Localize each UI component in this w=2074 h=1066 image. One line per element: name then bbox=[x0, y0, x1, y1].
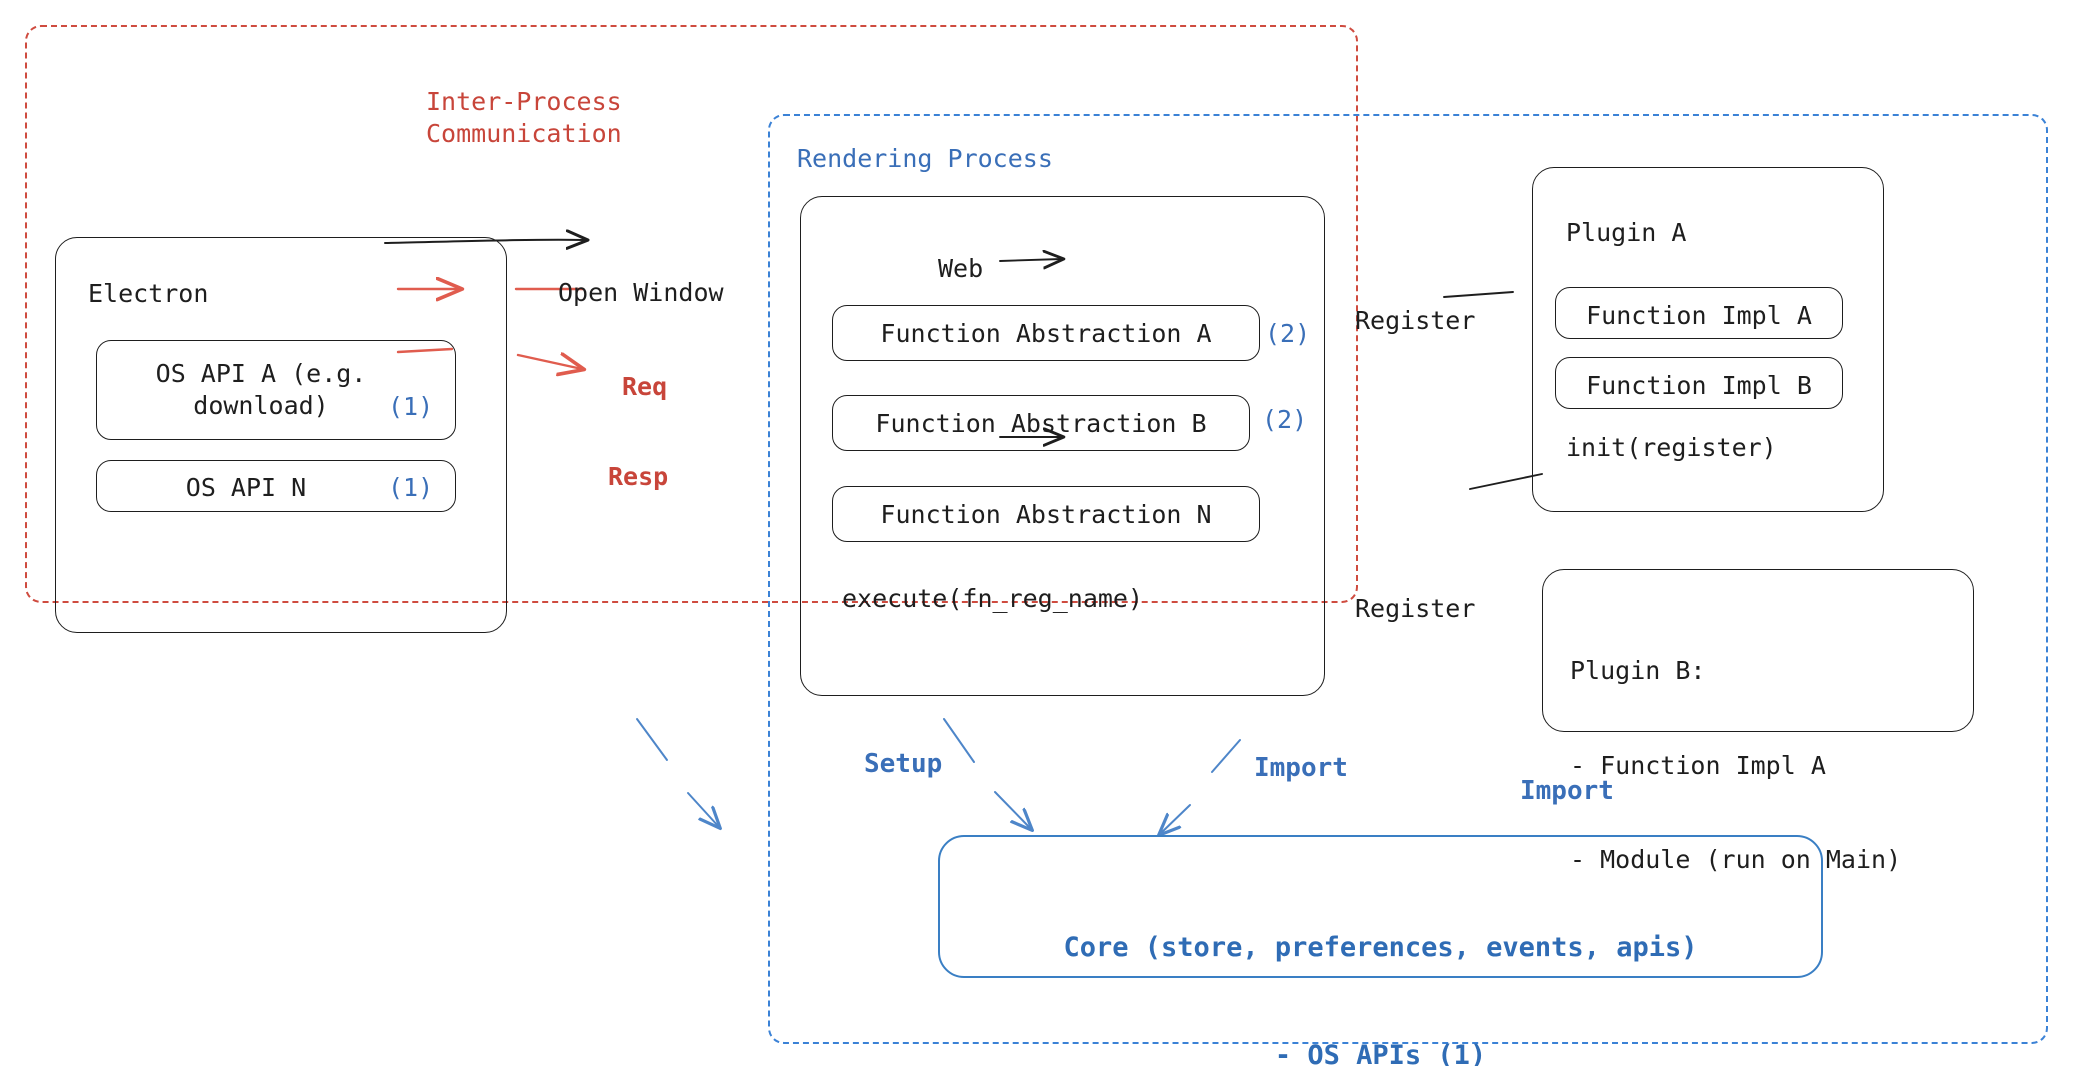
plugin-a-box[interactable] bbox=[1532, 167, 1884, 512]
function-abstraction-b-box[interactable] bbox=[832, 395, 1250, 451]
arrow-label-register-plugin-a: Register bbox=[1355, 306, 1476, 335]
core-line-1: Core (store, preferences, events, apis) bbox=[1063, 931, 1698, 963]
function-abstraction-a-box[interactable] bbox=[832, 305, 1260, 361]
function-impl-b-label: Function Impl B bbox=[1586, 371, 1812, 400]
plugin-b-box[interactable] bbox=[1542, 569, 1974, 732]
plugin-b-lines: Plugin B: - Function Impl A - Module (ru… bbox=[1570, 592, 1901, 939]
core-line-2: - OS APIs (1) bbox=[1274, 1039, 1487, 1066]
core-box[interactable] bbox=[938, 835, 1823, 978]
arrow-label-req: Req bbox=[622, 372, 668, 401]
os-api-a-box[interactable] bbox=[96, 340, 456, 440]
arrow-label-setup: Setup bbox=[864, 749, 943, 779]
function-abstraction-a-label: Function Abstraction A bbox=[880, 319, 1212, 348]
web-execute-label: execute(fn_reg_name) bbox=[842, 584, 1144, 613]
function-impl-b-box[interactable] bbox=[1555, 357, 1843, 409]
web-box[interactable] bbox=[800, 196, 1325, 696]
function-abstraction-n-label: Function Abstraction N bbox=[880, 500, 1212, 529]
os-api-n-tag: (1) bbox=[388, 473, 434, 502]
os-api-a-tag: (1) bbox=[388, 392, 434, 421]
function-abstraction-b-tag: (2) bbox=[1262, 405, 1308, 434]
region-rendering-process bbox=[768, 114, 2048, 1044]
arrow-label-open-window: Open Window bbox=[558, 278, 724, 307]
plugin-a-init-label: init(register) bbox=[1566, 433, 1777, 462]
os-api-n-box[interactable] bbox=[96, 460, 456, 512]
plugin-b-line-2: - Function Impl A bbox=[1570, 750, 1826, 780]
region-label-rendering-process: Rendering Process bbox=[797, 144, 1053, 173]
arrow-label-import-web: Import bbox=[1254, 753, 1348, 783]
arrow-label-import-plugin-b: Import bbox=[1520, 776, 1614, 806]
electron-title: Electron bbox=[88, 279, 209, 308]
web-title: Web bbox=[938, 254, 984, 283]
arrow-label-register-plugin-b: Register bbox=[1355, 594, 1476, 623]
region-label-inter-process-communication: Inter-Process Communication bbox=[426, 87, 622, 148]
function-impl-a-box[interactable] bbox=[1555, 287, 1843, 339]
function-abstraction-b-label: Function Abstraction B bbox=[875, 409, 1207, 438]
core-lines: Core (store, preferences, events, apis) … bbox=[938, 858, 1823, 1066]
plugin-b-line-1: Plugin B: bbox=[1570, 656, 1706, 685]
os-api-n-label: OS API N bbox=[185, 473, 307, 502]
plugin-a-title: Plugin A bbox=[1566, 218, 1687, 247]
function-abstraction-a-tag: (2) bbox=[1265, 319, 1311, 348]
electron-box[interactable] bbox=[55, 237, 507, 633]
function-impl-a-label: Function Impl A bbox=[1586, 301, 1812, 330]
plugin-b-line-3: - Module (run on Main) bbox=[1570, 845, 1902, 874]
arrow-label-resp: Resp bbox=[608, 462, 669, 491]
region-inter-process-communication bbox=[25, 25, 1358, 603]
function-abstraction-n-box[interactable] bbox=[832, 486, 1260, 542]
os-api-a-label: OS API A (e.g. download) bbox=[155, 359, 367, 420]
